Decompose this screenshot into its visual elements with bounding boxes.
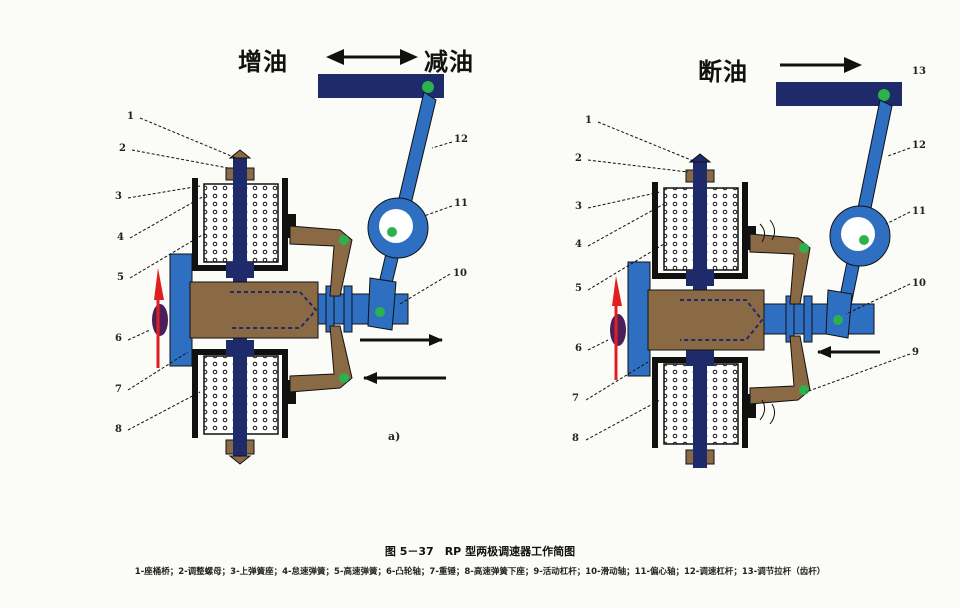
callout-right-11: 11 <box>912 206 926 217</box>
flyweight-lower-left <box>289 325 353 393</box>
flyweight-disc-left <box>169 253 193 367</box>
heading-cutoff: 断油 <box>698 58 748 86</box>
diagram-panel-a <box>127 74 453 465</box>
panel-a-label: a) <box>388 430 401 443</box>
callout-right-1: 1 <box>585 115 592 126</box>
diagram-panel-b <box>585 82 911 468</box>
heading-arrow-cutoff <box>780 57 862 73</box>
callout-left-1: 1 <box>127 111 134 122</box>
callout-left-8: 8 <box>115 424 122 435</box>
callout-left-12: 12 <box>454 134 468 145</box>
lower-spring-housing-left <box>192 330 296 465</box>
callout-right-12: 12 <box>912 140 926 151</box>
camshaft-right <box>610 314 626 346</box>
upper-spring-housing-left <box>192 149 296 290</box>
callout-right-4: 4 <box>575 239 582 250</box>
callout-left-2: 2 <box>119 143 126 154</box>
flyweight-upper-right <box>749 233 811 305</box>
flyweight-lower-right <box>749 335 811 405</box>
callout-right-6: 6 <box>575 343 582 354</box>
callout-right-5: 5 <box>575 283 582 294</box>
sliding-shaft-right <box>763 303 875 335</box>
callout-left-6: 6 <box>115 333 122 344</box>
camshaft-left <box>152 304 168 336</box>
upper-spring-housing-right <box>652 153 756 292</box>
callout-right-3: 3 <box>575 201 582 212</box>
callout-left-4: 4 <box>117 232 124 243</box>
flyweight-disc-right <box>627 261 651 377</box>
figure-legend: 1-座桶桥；2-调整螺母；3-上弹簧座；4-怠速弹簧；5-高速弹簧；6-凸轮轴；… <box>134 567 826 577</box>
heading-arrow-double <box>326 49 418 65</box>
callout-right-2: 2 <box>575 153 582 164</box>
callout-left-3: 3 <box>115 191 122 202</box>
figure-caption: 图 5－37 RP 型两极调速器工作简图 <box>384 545 576 558</box>
callout-left-5: 5 <box>117 272 124 283</box>
callout-right-10: 10 <box>912 278 926 289</box>
heading-decrease: 减油 <box>424 48 474 76</box>
callout-right-7: 7 <box>572 393 579 404</box>
callout-right-9: 9 <box>912 347 919 358</box>
sliding-sleeve-left <box>189 281 319 339</box>
callout-right-8: 8 <box>572 433 579 444</box>
callout-right-13: 13 <box>912 66 926 77</box>
flyweight-upper-left <box>289 225 353 297</box>
callout-left-7: 7 <box>115 384 122 395</box>
callout-left-10: 10 <box>453 268 467 279</box>
governor-lever-left <box>375 91 437 301</box>
sliding-sleeve-right <box>647 289 765 351</box>
callout-left-11: 11 <box>454 198 468 209</box>
lower-spring-housing-right <box>652 340 756 468</box>
heading-increase: 增油 <box>238 48 288 76</box>
